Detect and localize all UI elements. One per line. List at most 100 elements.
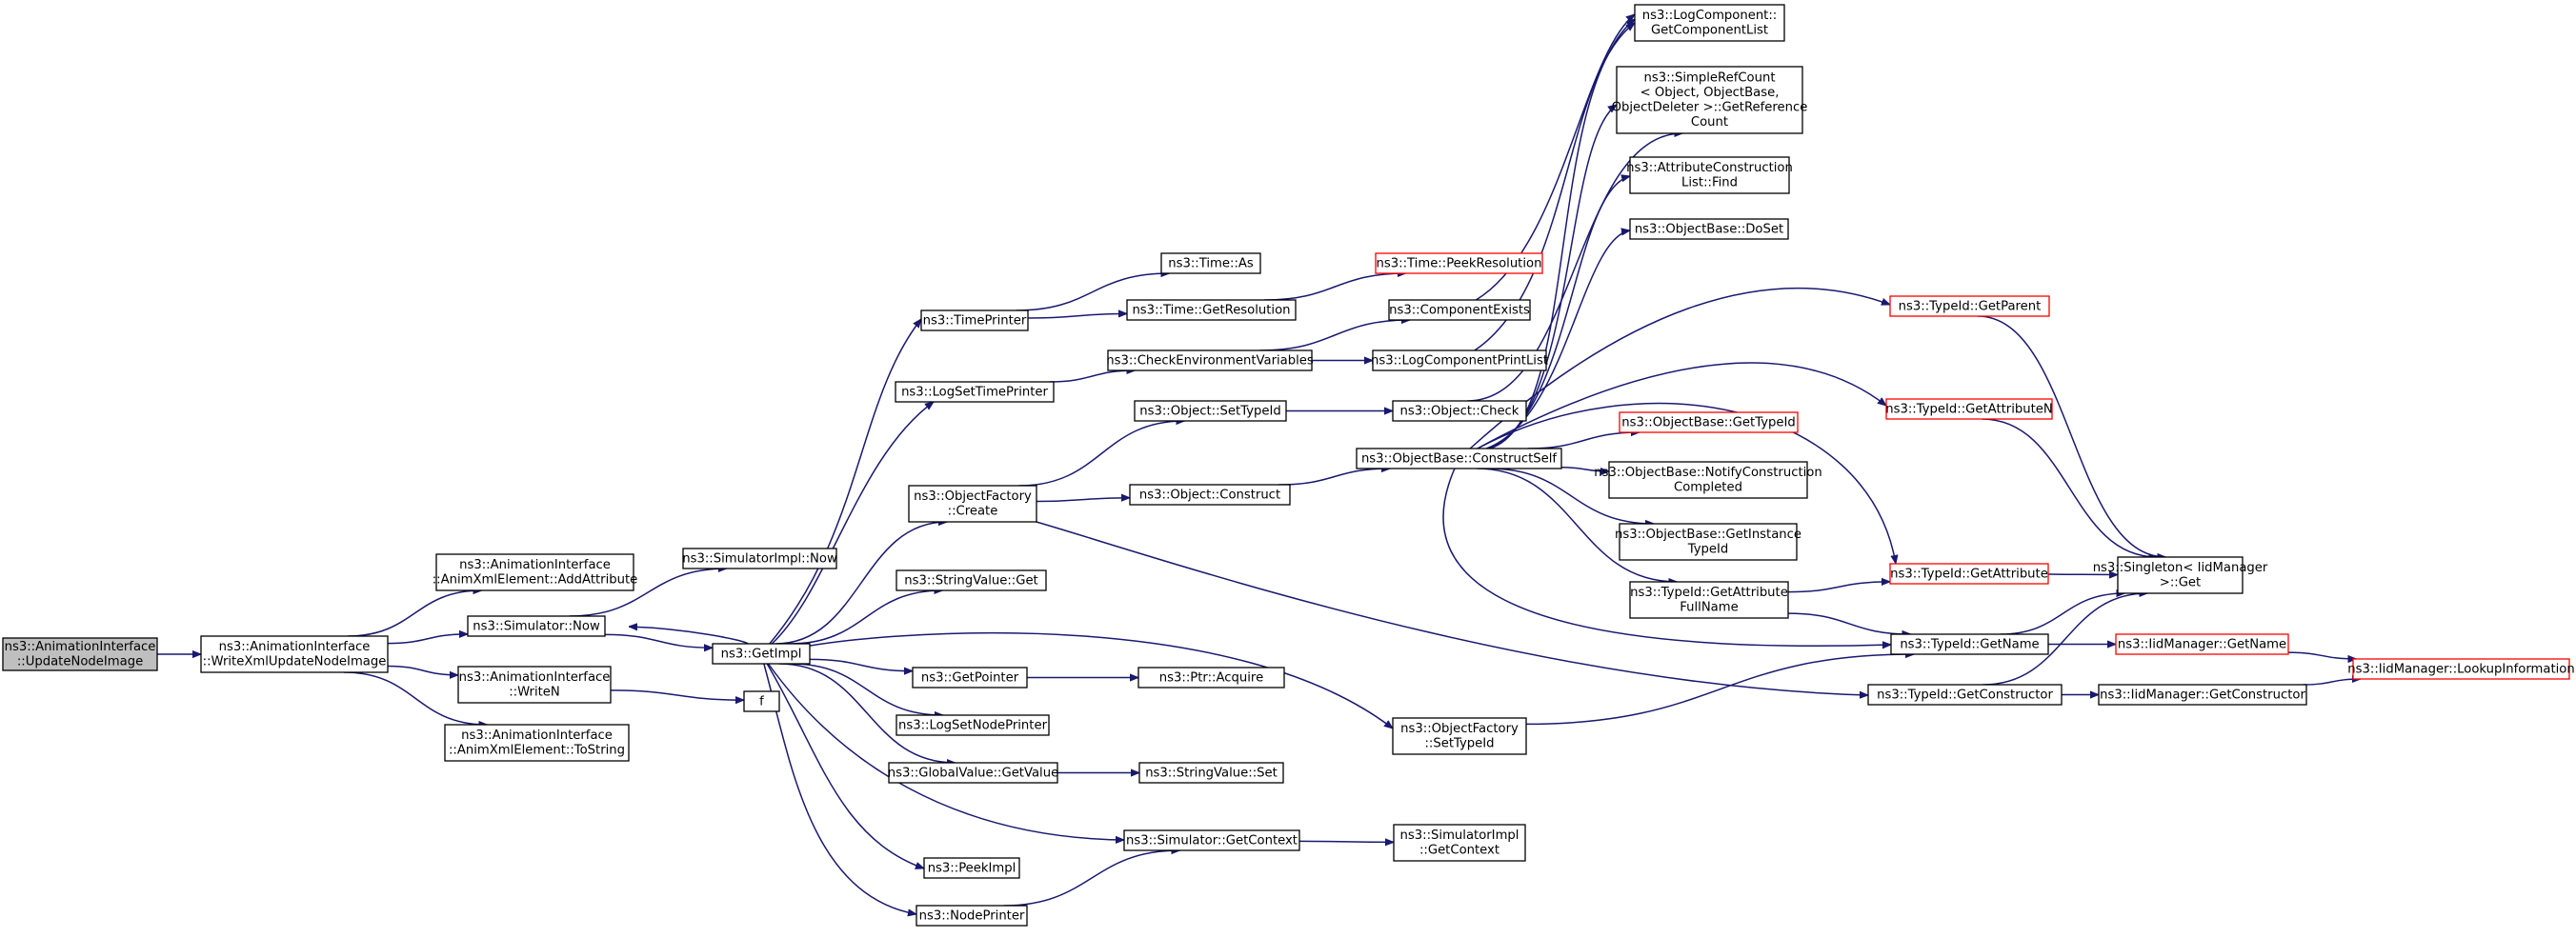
node-box [1392,400,1527,422]
node-ns3-checkenvironmentvariables[interactable]: ns3::CheckEnvironmentVariables [1106,349,1314,371]
node-label-line: ns3::LogSetNodePrinter [898,718,1048,732]
node-box [1375,252,1543,274]
node-ns3-objectbase-gettypeid[interactable]: ns3::ObjectBase::GetTypeId [1619,411,1799,433]
node-ns3-peekimpl[interactable]: ns3::PeekImpl [923,857,1020,879]
node-label-line: ns3::CheckEnvironmentVariables [1106,353,1314,368]
node-label-line: ns3::Time::As [1168,256,1254,270]
node-ns3-object-construct[interactable]: ns3::Object::Construct [1129,484,1291,506]
edge-n7-n9 [769,319,921,645]
node-ns3-animationinterface-animxmlelement-tostring[interactable]: ns3::AnimationInterface::AnimXmlElement:… [444,724,630,762]
node-ns3-objectbase-doset[interactable]: ns3::ObjectBase::DoSet [1629,218,1789,240]
node-label-line: ns3::Time::PeekResolution [1377,256,1542,270]
edge-n41-n46 [2000,593,2125,635]
edge-n44-n46 [1982,418,2157,557]
node-ns3-timeprinter[interactable]: ns3::TimePrinter [920,309,1029,331]
node-label-line: ns3::SimpleRefCount [1643,71,1775,86]
node-ns3-iidmanager-getconstructor[interactable]: ns3::IidManager::GetConstructor [2098,684,2307,706]
node-ns3-objectfactory-settypeid[interactable]: ns3::ObjectFactory::SetTypeId [1392,717,1527,755]
node-box [1619,523,1798,561]
node-ns3-componentexists[interactable]: ns3::ComponentExists [1388,299,1531,321]
edge-n17-n25 [1003,850,1179,907]
edge-n30-n37 [1527,432,1640,449]
node-ns3-simulator-getcontext[interactable]: ns3::Simulator::GetContext [1123,829,1300,851]
node-label-line: ns3::TypeId::GetAttribute [1630,586,1788,600]
node-box [916,905,1028,927]
node-label-line: GetComponentList [1651,24,1768,38]
node-label-line: ::GetContext [1419,844,1499,858]
node-ns3-typeid-getparent[interactable]: ns3::TypeId::GetParent [1889,295,2050,317]
node-box [1138,762,1284,784]
node-box [712,643,811,665]
node-ns3-stringvalue-get[interactable]: ns3::StringValue::Get [896,569,1047,591]
edge-n9-n18 [1016,273,1169,311]
node-label-line: ns3::Object::SetTypeId [1139,404,1281,418]
node-ns3-logsetnodeprinter[interactable]: ns3::LogSetNodePrinter [896,714,1050,736]
node-ns3-simplerefcount-object-objectbase-objectdeleter-getreference-count[interactable]: ns3::SimpleRefCount< Object, ObjectBase,… [1612,66,1808,134]
edge-n1-n5 [343,671,488,725]
node-ns3-typeid-getconstructor[interactable]: ns3::TypeId::GetConstructor [1867,684,2063,706]
node-box [1867,684,2063,706]
node-label-line: ns3::TypeId::GetConstructor [1877,688,2053,702]
edge-n47-n49 [2287,651,2357,659]
node-label-line: ns3::GetPointer [921,670,1019,685]
node-ns3-ptr-acquire[interactable]: ns3::Ptr::Acquire [1137,667,1285,689]
node-ns3-getimpl[interactable]: ns3::GetImpl [712,643,811,665]
node-ns3-objectbase-constructself[interactable]: ns3::ObjectBase::ConstructSelf [1356,448,1562,469]
node-ns3-logsettimeprinter[interactable]: ns3::LogSetTimePrinter [895,381,1055,403]
node-ns3-animationinterface-updatenodeimage[interactable]: ns3::AnimationInterface::UpdateNodeImage [2,637,158,671]
edge-n1-n3 [387,634,468,645]
node-label-line: ns3::GlobalValue::GetValue [888,766,1058,780]
node-label-line: ns3::Simulator::GetContext [1126,833,1298,848]
node-ns3-getpointer[interactable]: ns3::GetPointer [912,667,1028,689]
node-ns3-objectfactory-create[interactable]: ns3::ObjectFactory::Create [908,485,1037,523]
node-ns3-objectbase-notifyconstruction-completed[interactable]: ns3::ObjectBase::NotifyConstructionCompl… [1594,461,1822,499]
node-ns3-iidmanager-lookupinformation[interactable]: ns3::IidManager::LookupInformation [2347,658,2575,680]
node-ns3-animationinterface-writen[interactable]: ns3::AnimationInterface::WriteN [457,666,612,704]
node-ns3-iidmanager-getname[interactable]: ns3::IidManager::GetName [2115,633,2289,655]
node-ns3-object-check[interactable]: ns3::Object::Check [1392,400,1527,422]
node-ns3-time-as[interactable]: ns3::Time::As [1160,252,1261,274]
node-f[interactable]: f [743,690,780,712]
node-ns3-singleton-iidmanager-get[interactable]: ns3::Singleton< IidManager>::Get [2093,556,2268,594]
node-ns3-typeid-getname[interactable]: ns3::TypeId::GetName [1890,633,2049,655]
node-label-line: ns3::ObjectBase::GetTypeId [1621,415,1796,429]
node-ns3-logcomponent-getcomponentlist[interactable]: ns3::LogComponent::GetComponentList [1634,4,1785,42]
edge-n11-n22 [1036,498,1130,503]
edge-n30-n44 [1477,362,1886,449]
node-box [1134,400,1287,422]
node-ns3-simulator-now[interactable]: ns3::Simulator::Now [467,615,606,637]
node-label-line: ns3::PeekImpl [928,861,1016,875]
node-ns3-time-getresolution[interactable]: ns3::Time::GetResolution [1126,299,1297,321]
node-ns3-object-settypeid[interactable]: ns3::Object::SetTypeId [1134,400,1287,422]
node-ns3-simulatorimpl-now[interactable]: ns3::SimulatorImpl::Now [682,548,837,569]
node-label-line: ns3::Object::Check [1400,404,1519,418]
node-label-line: ns3::NodePrinter [919,908,1025,923]
node-ns3-animationinterface-writexmlupdatenodeimage[interactable]: ns3::AnimationInterface::WriteXmlUpdateN… [200,635,389,673]
node-label-line: ns3::IidManager::GetName [2118,637,2286,651]
node-label-line: ns3::Time::GetResolution [1132,303,1290,317]
node-label-line: < Object, ObjectBase, [1640,86,1780,100]
node-ns3-nodeprinter[interactable]: ns3::NodePrinter [916,905,1028,927]
node-ns3-typeid-getattributen[interactable]: ns3::TypeId::GetAttributeN [1885,398,2053,420]
node-label-line: ns3::StringValue::Get [904,573,1037,588]
node-box [1388,299,1531,321]
node-box [444,724,630,762]
edge-n1-n4 [387,665,458,674]
node-ns3-globalvalue-getvalue[interactable]: ns3::GlobalValue::GetValue [888,762,1058,784]
node-label-line: FullName [1680,601,1738,615]
node-ns3-stringvalue-set[interactable]: ns3::StringValue::Set [1138,762,1284,784]
node-box [457,666,612,704]
node-ns3-simulatorimpl-getcontext[interactable]: ns3::SimulatorImpl::GetContext [1393,824,1526,862]
node-label-line: ns3::Singleton< IidManager [2093,561,2268,575]
node-ns3-logcomponentprintlist[interactable]: ns3::LogComponentPrintList [1371,349,1548,371]
node-ns3-time-peekresolution[interactable]: ns3::Time::PeekResolution [1375,252,1543,274]
edge-n7-n10 [771,402,934,645]
node-box [743,690,780,712]
edge-n7-n13 [809,658,913,670]
node-box [2,637,158,671]
node-ns3-animationinterface-animxmlelement-addattribute[interactable]: ns3::AnimationInterface::AnimXmlElement:… [433,553,638,591]
node-ns3-typeid-getattribute[interactable]: ns3::TypeId::GetAttribute [1889,563,2049,585]
